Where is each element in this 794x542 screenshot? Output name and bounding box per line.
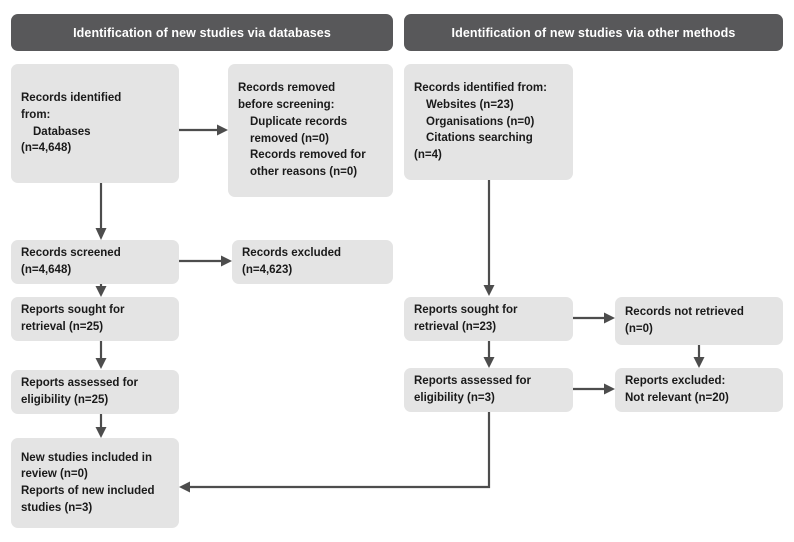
box-reports-sought-right: Reports sought for retrieval (n=23) xyxy=(404,297,573,341)
box-line: from: xyxy=(21,108,51,121)
edge-screened-to-excluded xyxy=(179,255,232,267)
box-line: eligibility (n=3) xyxy=(414,392,495,404)
edge-assessed-right-to-included-elbow xyxy=(179,411,491,493)
box-line: New studies included in xyxy=(21,451,152,464)
box-line: Reports sought for xyxy=(21,304,125,317)
box-line: Records removed xyxy=(238,82,336,95)
box-reports-sought-left: Reports sought for retrieval (n=25) xyxy=(11,297,179,341)
box-line: (n=0) xyxy=(625,323,653,335)
edge-assessed-to-included-left xyxy=(95,414,107,438)
box-reports-assessed-right: Reports assessed for eligibility (n=3) xyxy=(404,368,573,412)
box-line: retrieval (n=23) xyxy=(414,321,497,333)
box-line: Records identified from: xyxy=(414,82,547,95)
box-line: Records screened xyxy=(21,247,121,260)
box-line: other reasons (n=0) xyxy=(250,165,358,178)
box-line: (n=4) xyxy=(414,149,442,161)
box-records-not-retrieved: Records not retrieved (n=0) xyxy=(615,297,783,345)
box-records-identified-databases: Records identified from: Databases (n=4,… xyxy=(11,64,179,183)
box-line: Records identified xyxy=(21,92,122,105)
box-line: Reports assessed for xyxy=(414,375,531,388)
box-line: Records excluded xyxy=(242,247,342,260)
box-line: Websites (n=23) xyxy=(426,98,514,111)
box-line: Reports sought for xyxy=(414,304,518,317)
edge-sought-to-assessed-left xyxy=(95,341,107,369)
box-line: (n=4,623) xyxy=(242,264,293,276)
edge-identified-to-screened xyxy=(95,183,107,240)
edge-sought-right-to-not-retrieved xyxy=(573,312,615,324)
box-line: removed (n=0) xyxy=(250,132,329,145)
box-line: Databases xyxy=(33,125,91,138)
box-line: Reports excluded: xyxy=(625,375,726,388)
box-line: Records removed for xyxy=(250,149,366,162)
box-line: before screening: xyxy=(238,99,335,112)
column-header-other-methods: Identification of new studies via other … xyxy=(404,14,783,51)
edge-screened-to-sought-left xyxy=(95,284,107,297)
edge-sought-to-assessed-right xyxy=(483,341,495,368)
box-line: Duplicate records xyxy=(250,115,348,128)
box-reports-assessed-left: Reports assessed for eligibility (n=25) xyxy=(11,370,179,414)
box-reports-excluded-right: Reports excluded: Not relevant (n=20) xyxy=(615,368,783,412)
box-line: Records not retrieved xyxy=(625,306,744,319)
box-line: Reports assessed for xyxy=(21,377,138,390)
edge-identified-other-to-sought-right xyxy=(483,180,495,296)
box-line: Not relevant (n=20) xyxy=(625,392,729,404)
box-line: eligibility (n=25) xyxy=(21,394,109,406)
edge-not-retrieved-to-excluded xyxy=(693,345,705,368)
box-records-identified-other: Records identified from: Websites (n=23)… xyxy=(404,64,573,180)
box-line: studies (n=3) xyxy=(21,501,93,514)
box-records-removed-before-screening: Records removed before screening: Duplic… xyxy=(228,64,393,197)
box-line: retrieval (n=25) xyxy=(21,321,104,333)
box-new-studies-included: New studies included in review (n=0) Rep… xyxy=(11,438,179,528)
box-line: Reports of new included xyxy=(21,485,155,497)
box-line: (n=4,648) xyxy=(21,264,72,276)
edge-assessed-right-to-excluded xyxy=(573,383,615,395)
edge-identified-to-removed xyxy=(179,124,228,136)
box-records-screened: Records screened (n=4,648) xyxy=(11,240,179,284)
box-line: review (n=0) xyxy=(21,468,88,481)
box-line: (n=4,648) xyxy=(21,142,72,155)
box-records-excluded: Records excluded (n=4,623) xyxy=(232,240,393,284)
column-header-databases: Identification of new studies via databa… xyxy=(11,14,393,51)
box-line: Organisations (n=0) xyxy=(426,115,535,128)
box-line: Citations searching xyxy=(426,132,533,145)
